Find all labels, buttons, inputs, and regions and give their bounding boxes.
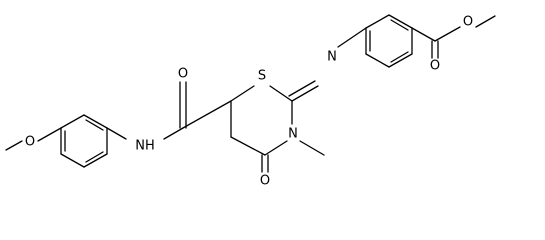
bond-benzA-5 — [60, 153, 85, 168]
bond-esterc-o — [434, 26, 461, 42]
bond-ring-esterc — [411, 27, 436, 42]
bond-o-ring-left — [37, 127, 62, 142]
bond-benzB-5 — [365, 53, 390, 68]
bond-benzB-1 — [365, 14, 390, 29]
bond-ring-nh — [106, 127, 127, 140]
bond-s-c2 — [269, 85, 293, 102]
atom-nh-amide: NH — [135, 139, 155, 154]
bond-benzA-4 — [83, 153, 108, 168]
atom-o-ester-ether: O — [463, 15, 473, 30]
bond-methyl-o-left — [5, 140, 23, 151]
bond-benzB-inner-1 — [390, 19, 409, 31]
bond-imine-1 — [291, 85, 319, 102]
bond-nh-amidec — [163, 127, 184, 140]
atom-s-ring: S — [258, 69, 266, 84]
bond-benzB-inner-2 — [390, 51, 409, 63]
atom-o-ester-carbonyl: O — [430, 59, 440, 74]
atom-o-ketone: O — [260, 174, 270, 189]
bond-n3-c4 — [264, 140, 288, 156]
bond-benzA-2 — [83, 114, 108, 129]
bond-o-methyl-right — [475, 15, 496, 28]
atom-o-amide: O — [178, 67, 188, 82]
bond-benzA-1 — [60, 114, 85, 129]
bond-imine-ring — [337, 27, 367, 48]
bond-imine-2 — [288, 80, 316, 97]
bond-benzA-inner-2 — [85, 151, 104, 163]
bond-benzB-2 — [388, 14, 413, 29]
bond-amidec-c6 — [182, 100, 232, 129]
molecule-diagram: O NH O S N O N O O — [5, 14, 496, 189]
bond-c4-c5 — [230, 136, 266, 156]
bond-benzA-inner-1 — [85, 119, 104, 131]
bond-c6-s — [230, 85, 255, 102]
bond-benzB-4 — [388, 53, 413, 68]
atom-n-ring: N — [288, 127, 298, 142]
atom-n-imine: N — [327, 50, 337, 65]
atom-o-methoxy: O — [25, 135, 35, 150]
atom-labels: O NH O S N O N O O — [25, 15, 473, 189]
bonds — [5, 14, 496, 173]
bond-n-methyl — [299, 140, 325, 156]
